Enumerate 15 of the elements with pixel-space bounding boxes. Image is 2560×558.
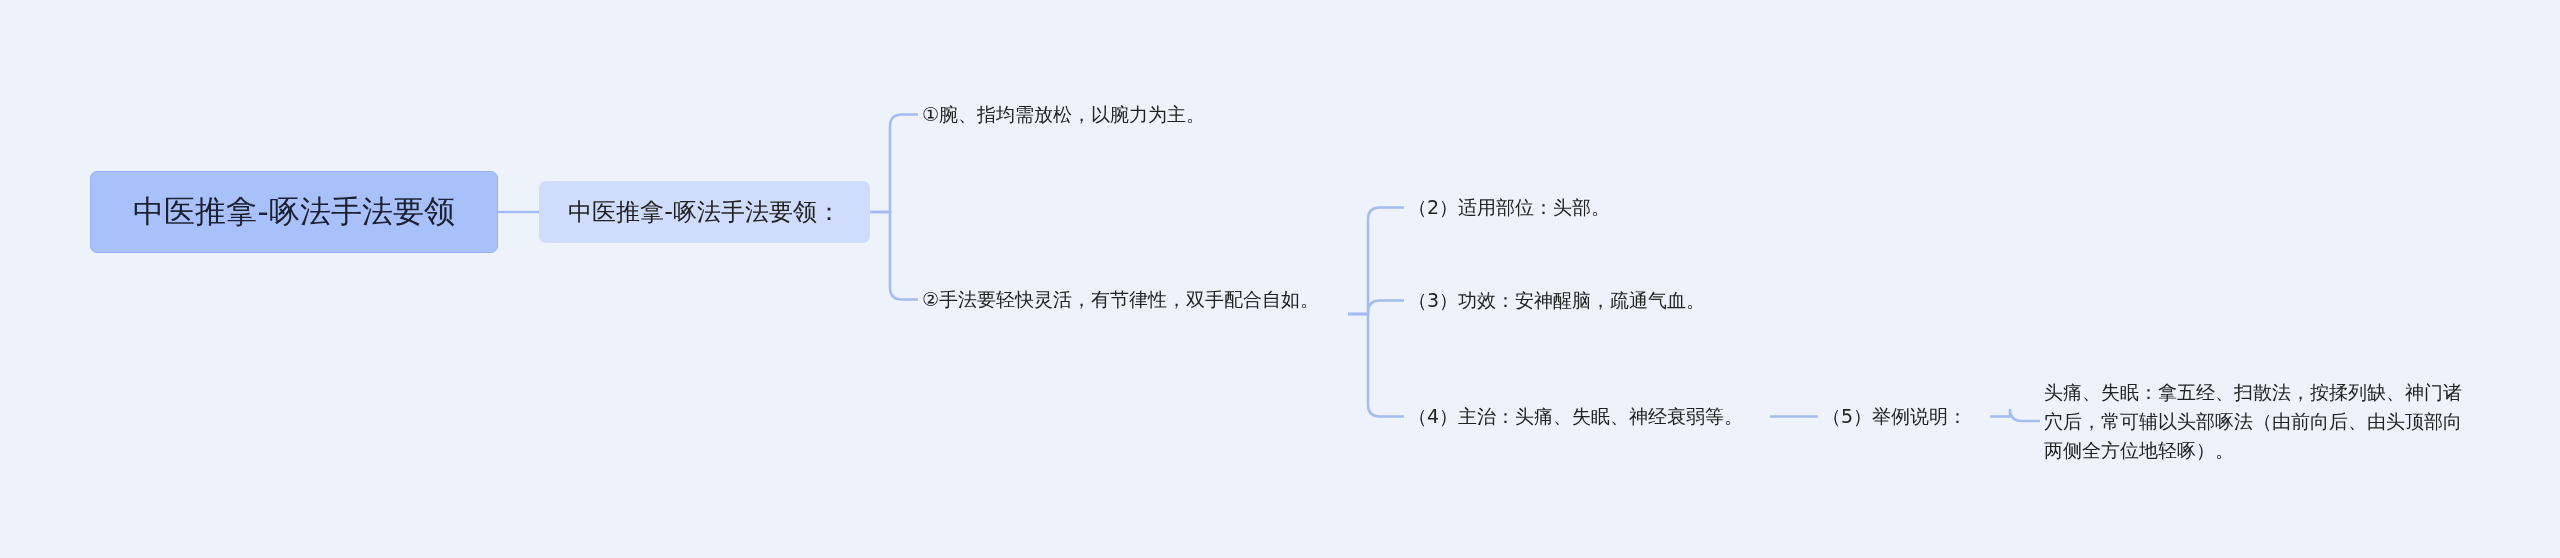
topic-box (539, 181, 870, 243)
topic-text: ①腕、指均需放松，以腕力为主。 (918, 100, 1358, 129)
topic-text: （2）适用部位：头部。 (1404, 193, 1804, 222)
topic-label: 中医推拿-啄法手法要领 (133, 192, 455, 231)
connector-line (1348, 312, 1404, 418)
connector-line (1990, 407, 2040, 423)
topic-text: 头痛、失眠：拿五经、扫散法，按揉列缺、神门诸穴后，常可辅以头部啄法（由前向后、由头顶部向两侧全方位地轻啄）。 (2040, 378, 2480, 465)
topic-text: ②手法要轻快灵活，有节律性，双手配合自如。 (918, 285, 1348, 343)
connector-line (498, 210, 539, 214)
topic-text: （5）举例说明： (1818, 402, 1990, 431)
root-topic-box (90, 171, 498, 253)
topic-text: （3）功效：安神醒脑，疏通气血。 (1404, 286, 1804, 315)
topic-text: （4）主治：头痛、失眠、神经衰弱等。 (1404, 402, 1770, 431)
connector-line (1770, 415, 1818, 418)
topic-label: 中医推拿-啄法手法要领： (568, 197, 841, 228)
